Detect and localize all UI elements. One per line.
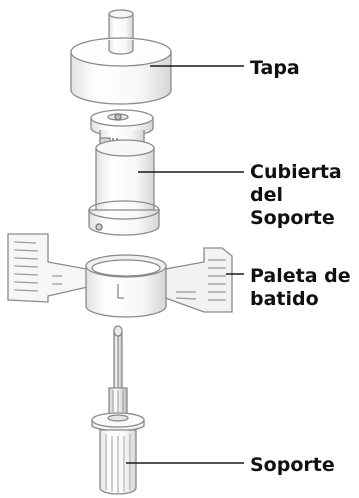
label-paleta-de-batido: Paleta de batido — [250, 265, 351, 311]
label-tapa: Tapa — [250, 57, 300, 80]
label-soporte: Soporte — [250, 454, 335, 477]
support-part — [92, 326, 144, 494]
label-cubierta-del-soporte: Cubierta del Soporte — [250, 161, 342, 230]
whisk-paddle-part — [8, 234, 232, 317]
lid-part — [71, 10, 171, 104]
